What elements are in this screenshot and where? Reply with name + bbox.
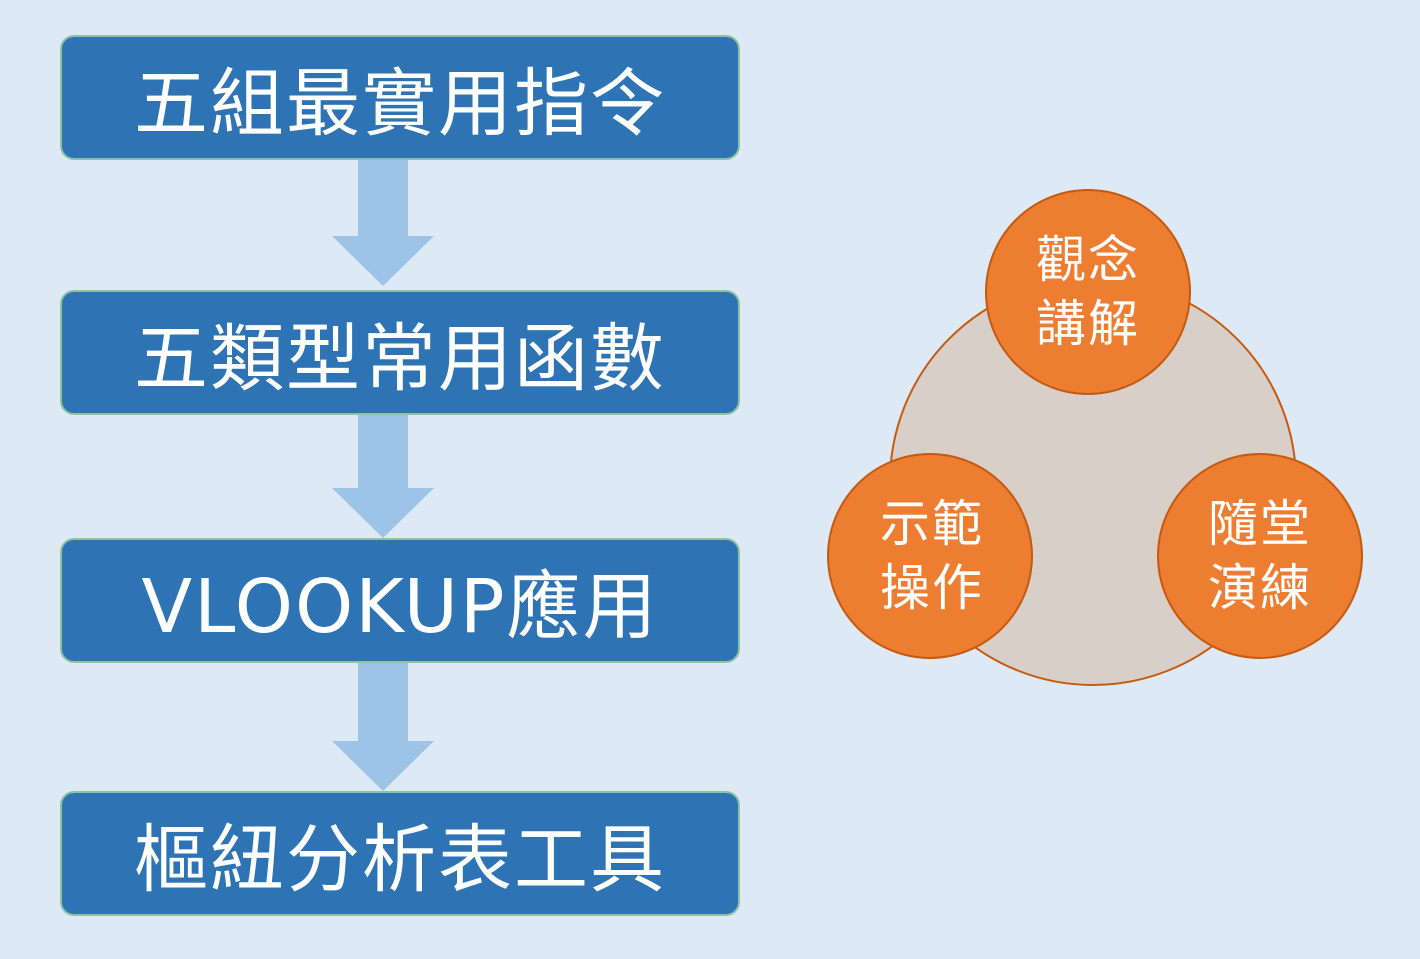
node-line-1: 示範 [880,495,984,553]
cycle-node-demo [827,453,1033,659]
step-label: 五類型常用函數 [134,316,666,402]
node-line-2: 演練 [1208,559,1312,617]
cycle-node-label-concept: 觀念 講解 [998,228,1178,356]
cycle-node-label-practice: 隨堂 演練 [1170,492,1350,620]
down-arrow-icon [332,160,434,286]
cycle-node-concept [985,189,1191,395]
step-box-commands: 五組最實用指令 [60,35,740,160]
learning-cycle-diagram: 觀念 講解 示範 操作 隨堂 演練 [800,160,1400,720]
down-arrow-icon [332,663,434,791]
step-label: 五組最實用指令 [134,61,666,147]
step-label: 樞紐分析表工具 [134,817,666,903]
node-line-1: 觀念 [1036,231,1140,289]
down-arrow-icon [332,415,434,538]
cycle-graphic [827,189,1363,686]
cycle-node-label-demo: 示範 操作 [842,492,1022,620]
cycle-node-practice [1157,453,1363,659]
node-line-1: 隨堂 [1208,495,1312,553]
step-box-vlookup: VLOOKUP應用 [60,538,740,663]
step-box-pivot-table: 樞紐分析表工具 [60,791,740,916]
node-line-2: 講解 [1036,295,1140,353]
step-box-functions: 五類型常用函數 [60,290,740,415]
step-label: VLOOKUP應用 [141,564,659,650]
node-line-2: 操作 [880,559,984,617]
